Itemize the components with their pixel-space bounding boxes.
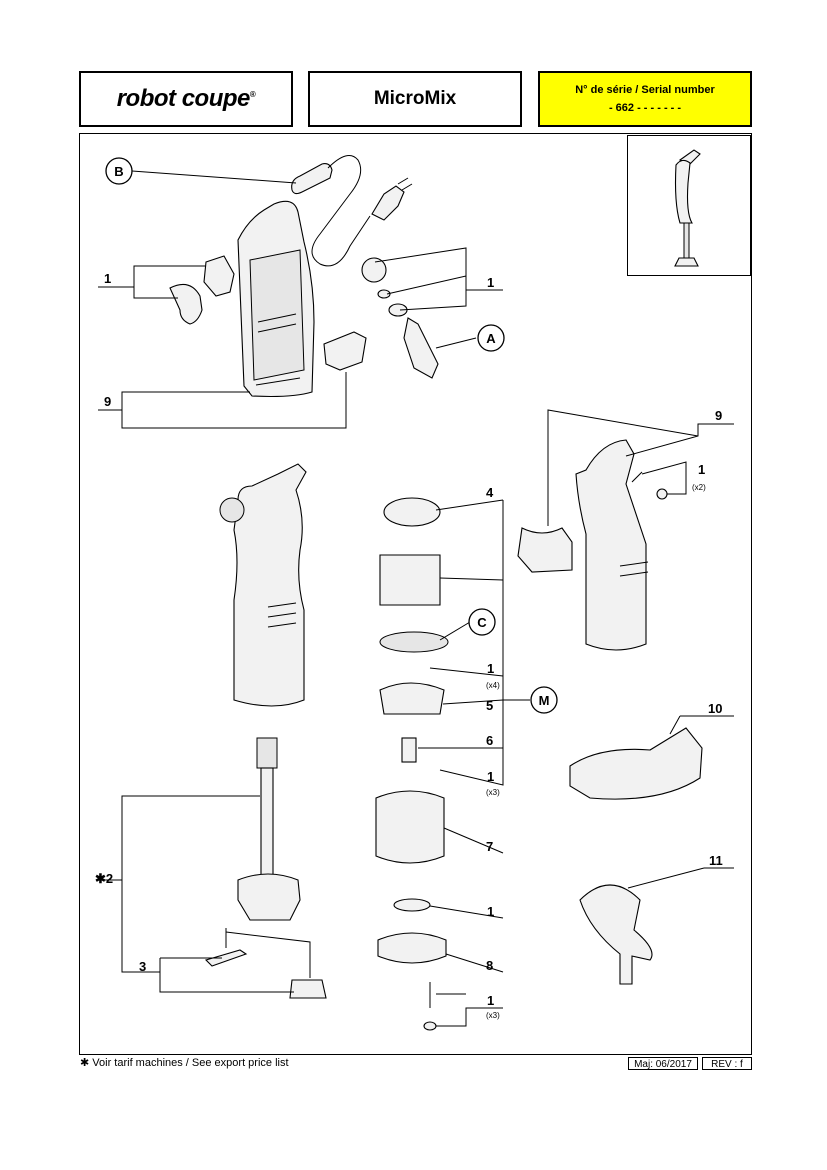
part-number-5: 5: [486, 698, 493, 713]
brand-logo: robot coupe®: [116, 85, 256, 112]
blending-shaft-illustration: [237, 737, 301, 921]
svg-text:A: A: [486, 331, 496, 346]
blade-illustration: [204, 949, 248, 967]
part-number-11: 11: [709, 853, 723, 868]
thumbnail-frame: [627, 135, 751, 276]
part-number-1: 1: [487, 993, 494, 1008]
electronic-board-illustration: [403, 317, 439, 379]
part-number-10: 10: [708, 701, 722, 716]
part-number-1: 1: [487, 275, 494, 290]
motor-stack-illustration: [375, 497, 449, 1031]
part-number-2: ✱2: [95, 871, 113, 886]
svg-text:C: C: [477, 615, 487, 630]
quantity-label: (x4): [486, 681, 500, 690]
handle-shell-illustration: [237, 200, 315, 398]
part-number-7: 7: [486, 839, 493, 854]
part-number-8: 8: [486, 958, 493, 973]
o-ring-small-illustration: [377, 289, 391, 299]
part-number-9: 9: [104, 394, 111, 409]
wall-bracket-illustration: [323, 331, 367, 371]
quantity-label: (x2): [692, 483, 706, 492]
thumbnail-mixer-illustration: [674, 149, 701, 267]
callout-a: A: [477, 324, 505, 352]
shaft-wrench-illustration: [579, 884, 653, 985]
switch-part-illustration: [203, 255, 235, 297]
page-title: MicroMix: [308, 71, 522, 127]
svg-text:B: B: [114, 164, 123, 179]
quantity-label: (x3): [486, 788, 500, 797]
part-number-4: 4: [486, 485, 494, 500]
part-number-1: 1: [487, 661, 494, 676]
part-number-9: 9: [715, 408, 722, 423]
part-number-6: 6: [486, 733, 493, 748]
wall-support-illustration: [569, 727, 703, 800]
speed-dial-illustration: [361, 257, 387, 283]
update-date: Maj: 06/2017: [628, 1057, 698, 1070]
mixer-body-illustration: [219, 463, 307, 707]
part-number-1: 1: [487, 769, 494, 784]
callout-b: B: [105, 157, 133, 185]
serial-label: N° de série / Serial number: [575, 84, 715, 96]
part-number-1: 1: [104, 271, 111, 286]
footer-note: ✱ Voir tarif machines / See export price…: [80, 1057, 289, 1069]
part-number-1: 1: [698, 462, 705, 477]
callout-c: C: [468, 608, 496, 636]
quantity-label: (x3): [486, 1011, 500, 1020]
serial-number-box: N° de série / Serial number - 662 - - - …: [538, 71, 752, 127]
leader-lines: [98, 170, 734, 1027]
diagram-frame: [79, 133, 752, 1055]
callout-m: M: [530, 686, 558, 714]
power-cord-illustration: [291, 155, 413, 267]
logo-box: robot coupe®: [79, 71, 293, 127]
whisk-illustration: [289, 979, 327, 999]
svg-text:M: M: [539, 693, 550, 708]
handle-right-illustration: [517, 439, 668, 651]
revision-label: REV : f: [702, 1057, 752, 1070]
serial-value: - 662 - - - - - - -: [608, 102, 682, 114]
part-number-3: 3: [139, 959, 146, 974]
knob-part-illustration: [169, 283, 203, 325]
part-number-1: 1: [487, 904, 494, 919]
